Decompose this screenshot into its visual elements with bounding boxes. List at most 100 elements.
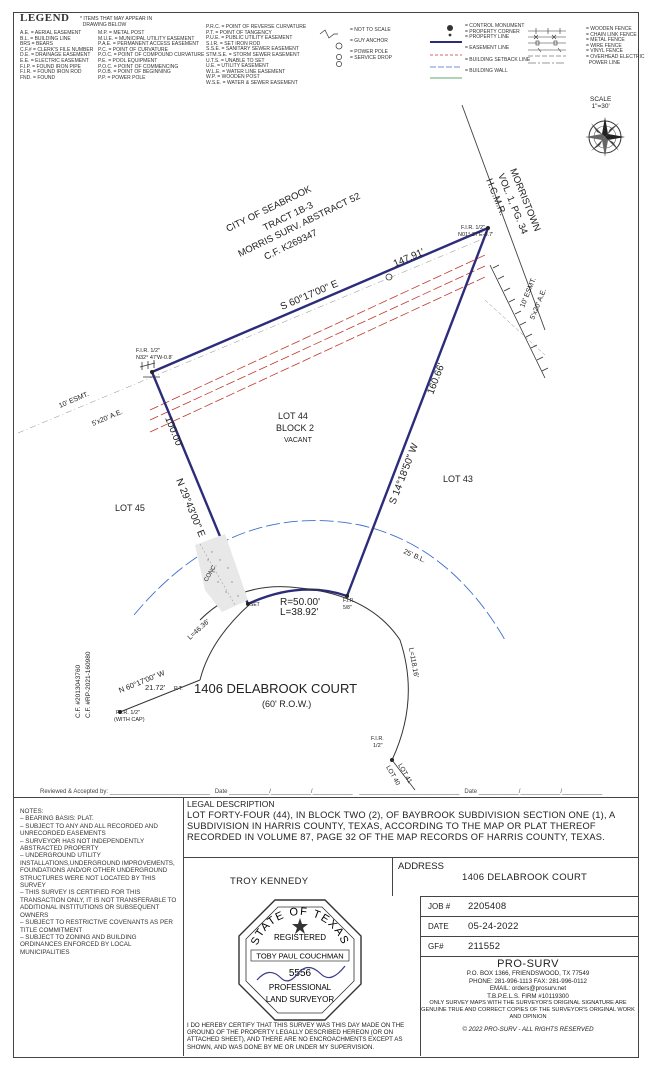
scale-label: SCALE 1"=30'	[590, 96, 611, 110]
fence-west	[139, 360, 160, 378]
copyright: © 2022 PRO-SURV - ALL RIGHTS RESERVED	[462, 1026, 594, 1034]
row-width-label: (60' R.O.W.)	[262, 699, 311, 709]
fence-east	[489, 264, 549, 379]
date-label: DATE	[428, 922, 449, 931]
power-pole-icon	[385, 273, 393, 281]
legend-symbols-col5: = CONTROL MONUMENT = PROPERTY CORNER = P…	[465, 23, 531, 74]
company-phone: PHONE: 281-996-1113 FAX: 281-996-0112	[469, 977, 587, 985]
east-distance: 160.66'	[426, 362, 448, 396]
company-fine-print: ONLY SURVEY MAPS WITH THE SURVEYOR'S ORI…	[421, 1000, 635, 1020]
esmt-left-label: 10' ESMT.	[58, 391, 90, 410]
lot-41-line	[391, 759, 416, 791]
morristown-boundary-line	[461, 104, 546, 331]
divider	[183, 857, 638, 858]
cf-left-2: C.F. #RP-2021-160980	[85, 651, 92, 718]
divider	[420, 936, 638, 937]
block-2-label: BLOCK 2	[276, 423, 314, 433]
divider	[420, 956, 638, 957]
fir-ne-offset: N01° 37'E-0.7'	[458, 232, 493, 238]
fir-s-label: F.I.R.	[371, 736, 384, 742]
company-email: EMAIL: orders@prosurv.net	[489, 985, 567, 993]
bottom-distance: 21.72'	[145, 683, 166, 692]
easement-lines	[149, 254, 486, 433]
surveyor-signature-icon	[256, 965, 346, 982]
scale-value: 1"=30'	[591, 103, 610, 110]
legend-abbrev-col3: P.R.C. = POINT OF REVERSE CURVATURE P.T.…	[206, 24, 307, 86]
top-distance: 147.91'	[392, 247, 426, 270]
company-address: P.O. BOX 1366, FRIENDSWOOD, TX 77549	[466, 970, 590, 978]
divider	[183, 797, 184, 1056]
company-name: PRO-SURV	[497, 958, 559, 970]
pt-label: P.T.	[174, 686, 183, 692]
divider	[420, 896, 638, 897]
job-label: JOB #	[428, 902, 451, 911]
seal-number: 5556	[289, 968, 312, 979]
scale-title: SCALE	[590, 96, 612, 103]
fir-sw-cap: (WITH CAP)	[114, 717, 145, 723]
address-label: ADDRESS	[398, 861, 444, 872]
right-curve-length: L=118.16'	[407, 647, 419, 678]
overhead-line	[17, 237, 486, 434]
legal-description-title: LEGAL DESCRIPTION	[187, 799, 275, 809]
seal-registered: REGISTERED	[274, 933, 326, 942]
arc-length-label: L=38.92'	[280, 607, 318, 618]
fir-nw-label: F.I.R. 1/2"	[136, 348, 160, 354]
divider	[420, 896, 421, 1056]
seal-land-surveyor: LAND SURVEYOR	[266, 995, 335, 1004]
lot-44-label: LOT 44	[278, 411, 308, 421]
survey-sheet	[13, 12, 639, 1058]
west-bearing: N 29°43'00" E	[173, 477, 207, 539]
divider	[420, 916, 638, 917]
reviewed-accepted-line: Reviewed & Accepted by: ________________…	[40, 789, 603, 795]
legend-symbols	[319, 25, 566, 79]
certification-text: I DO HEREBY CERTIFY THAT THIS SURVEY WAS…	[187, 1022, 405, 1051]
legend-symbols-col4: = NOT TO SCALE = GUY ANCHOR = POWER POLE…	[350, 27, 393, 61]
company-firm: T.B.P.E.L.S. FIRM #10119300	[487, 992, 569, 1000]
legend: LEGEND * ITEMS THAT MAY APPEAR IN DRAWIN…	[18, 12, 645, 86]
notes-text: – BEARING BASIS: PLAT. – SUBJECT TO ANY …	[20, 815, 177, 956]
building-setback-line	[133, 520, 506, 641]
fir-s-size: 1/2"	[373, 743, 383, 749]
divider	[392, 857, 393, 896]
fir-nw-offset: N32° 47'W-0.8'	[136, 355, 173, 361]
fir-sw-label: F.I.R. 1/2"	[116, 710, 140, 716]
seal-professional: PROFESSIONAL	[269, 983, 332, 992]
legend-note: * ITEMS THAT MAY APPEAR IN DRAWING BELOW	[80, 16, 153, 28]
vacant-label: VACANT	[284, 437, 313, 444]
left-curve-length: L=46.36'	[187, 618, 212, 641]
survey-label: MORRIS SURV. ABSTRACT 52	[236, 191, 362, 260]
legend-abbrev-col1: A.E. = AERIAL EASEMENT B.L. = BUILDING L…	[20, 30, 94, 81]
row-line-west	[119, 679, 201, 713]
lot-43-label: LOT 43	[443, 474, 473, 484]
fir-ne-label: F.I.R. 1/2"	[461, 225, 485, 231]
fir-se-label: F.I.R.	[343, 598, 355, 604]
plat-drawing: CITY OF SEABROOK TRACT 1B-3 MORRIS SURV.…	[17, 104, 549, 791]
lot-45-label: LOT 45	[115, 503, 145, 513]
concrete-area	[195, 534, 248, 612]
west-distance: 100.00'	[162, 415, 184, 449]
address-value: 1406 DELABROOK COURT	[462, 872, 588, 883]
set-label: SET	[250, 602, 260, 608]
seal-surveyor-name: TOBY PAUL COUCHMAN	[256, 952, 343, 961]
radius-label: R=50.00'	[280, 597, 320, 608]
legend-symbols-col6: = WOODEN FENCE = CHAIN LINK FENCE = META…	[586, 26, 645, 66]
surveyor-seal-icon: STATE OF TEXAS REGISTERED TOBY PAUL COUC…	[238, 899, 362, 1021]
job-number: 2205408	[468, 901, 507, 912]
legend-abbrev-col2: M.P. = METAL POST M.U.E. = MUNICIPAL UTI…	[98, 30, 205, 81]
divider	[13, 797, 638, 798]
north-arrow-icon	[585, 117, 625, 157]
ae-left-label: 5'x20' A.E.	[91, 409, 124, 428]
street-address-label: 1406 DELABROOK COURT	[194, 681, 357, 696]
notes-title: NOTES:	[20, 808, 44, 815]
legal-description-text: LOT FORTY-FOUR (44), IN BLOCK TWO (2), O…	[187, 810, 615, 842]
fir-se-size: 5/8"	[343, 605, 352, 611]
date-value: 05-24-2022	[468, 921, 519, 932]
company-block: PRO-SURV P.O. BOX 1366, FRIENDSWOOD, TX …	[420, 958, 636, 1034]
notes-section: NOTES: – BEARING BASIS: PLAT. – SUBJECT …	[20, 808, 180, 956]
row-curve	[199, 586, 409, 761]
gf-label: GF#	[428, 942, 444, 951]
cf-left-1: C.F. #2013043760	[75, 664, 82, 718]
gf-number: 211552	[468, 941, 501, 952]
owner-name: TROY KENNEDY	[230, 876, 309, 887]
legend-title: LEGEND	[20, 12, 70, 24]
